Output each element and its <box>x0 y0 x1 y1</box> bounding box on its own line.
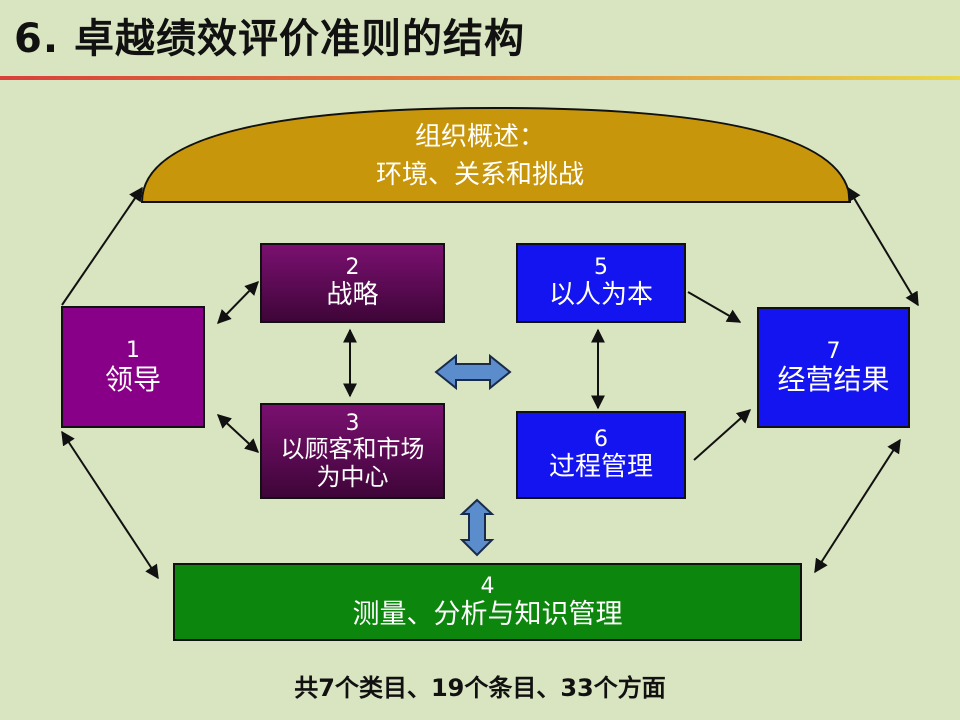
box-customer-focus: 3 以顾客和市场 为中心 <box>260 403 445 499</box>
arrow-leadership-customer <box>216 414 260 453</box>
box-leadership-label: 领导 <box>104 362 161 396</box>
arrow-people-to-results <box>687 291 742 323</box>
box-process-management-label: 过程管理 <box>548 451 653 482</box>
arrow-leadership-to-profile <box>61 186 143 306</box>
footer-summary: 共7个类目、19个条目、33个方面 <box>294 674 666 702</box>
box-leadership-number: 1 <box>126 338 140 364</box>
box-people-oriented: 5 以人为本 <box>516 243 686 323</box>
organizational-profile-label: 组织概述： 环境、关系和挑战 <box>300 118 660 194</box>
box-measurement-analysis-label: 测量、分析与知识管理 <box>352 599 623 631</box>
box-people-oriented-label: 以人为本 <box>548 279 653 310</box>
arrow-leadership-measurement <box>61 430 159 580</box>
title-divider <box>0 76 960 80</box>
box-strategy-label: 战略 <box>326 279 379 310</box>
box-process-management: 6 过程管理 <box>516 411 686 499</box>
box-people-oriented-number: 5 <box>594 255 608 281</box>
profile-line-2: 环境、关系和挑战 <box>375 160 584 190</box>
page-title: 6. 卓越绩效评价准则的结构 <box>14 16 525 62</box>
box-customer-focus-label: 以顾客和市场 <box>280 435 425 464</box>
box-leadership: 1 领导 <box>61 306 205 428</box>
box-customer-focus-number: 3 <box>345 410 360 436</box>
box-measurement-analysis-number: 4 <box>480 573 495 599</box>
box-business-results-label: 经营结果 <box>777 363 890 397</box>
big-horizontal-double-arrow <box>434 353 512 391</box>
box-measurement-analysis: 4 测量、分析与知识管理 <box>173 563 802 641</box>
big-vertical-double-arrow <box>459 498 495 557</box>
arrow-leadership-strategy <box>217 280 259 325</box>
box-business-results: 7 经营结果 <box>757 307 910 428</box>
box-strategy-number: 2 <box>345 255 360 281</box>
arrow-process-to-results <box>693 409 752 461</box>
arrow-results-measurement <box>814 438 901 574</box>
profile-line-1: 组织概述： <box>414 122 545 152</box>
box-business-results-number: 7 <box>826 338 841 364</box>
arrow-profile-results <box>847 186 919 307</box>
box-strategy: 2 战略 <box>260 243 445 323</box>
box-customer-focus-label-2: 为中心 <box>316 462 389 491</box>
organizational-profile-dome <box>140 106 852 203</box>
box-process-management-number: 6 <box>594 427 608 453</box>
